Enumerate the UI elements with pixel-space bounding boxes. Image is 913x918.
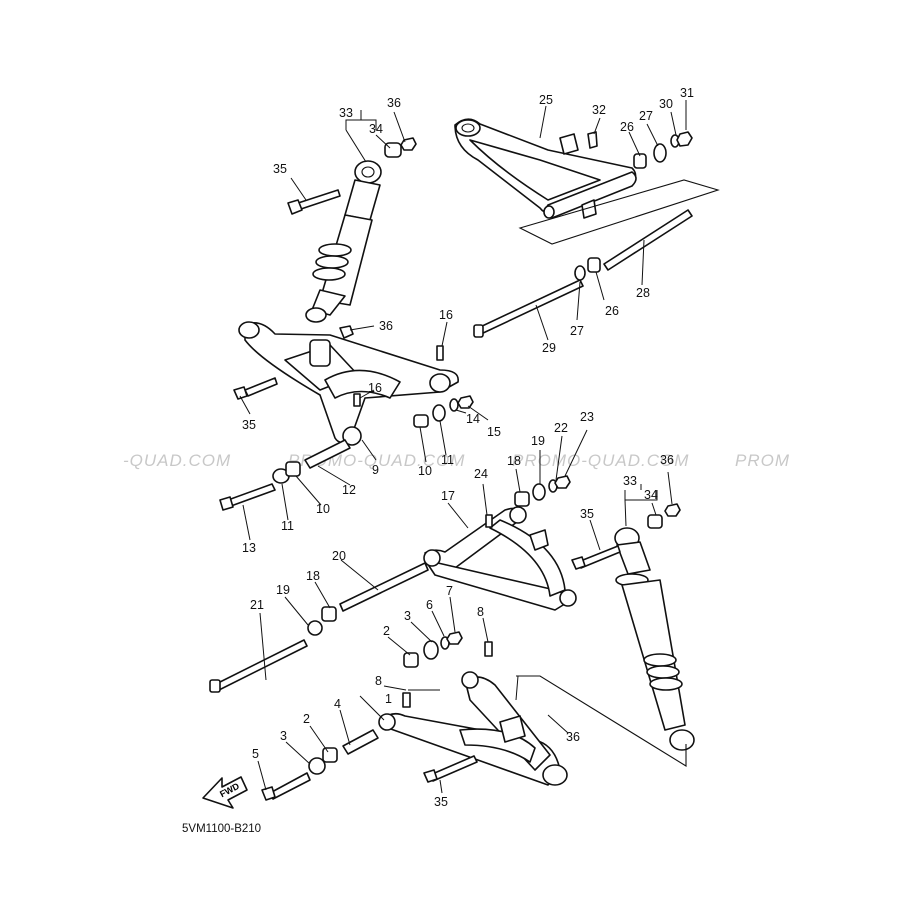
upper-arm-25 (454, 118, 720, 245)
lower-arm-1 (378, 641, 568, 786)
callout-31: 31 (680, 86, 694, 100)
callout-25: 25 (539, 93, 553, 107)
callout-numbers: 1 2 2 3 3 4 5 6 7 8 8 9 10 10 11 11 12 1… (242, 86, 694, 809)
callout-8b: 8 (375, 674, 382, 688)
pivot-bolt-13 (219, 439, 351, 511)
callout-26b: 26 (605, 304, 619, 318)
callout-35d: 35 (434, 795, 448, 809)
callout-33a: 33 (339, 106, 353, 120)
callout-36d: 36 (566, 730, 580, 744)
bushing-set-top (633, 131, 693, 169)
callout-30: 30 (659, 97, 673, 111)
callout-27b: 27 (570, 324, 584, 338)
callout-17: 17 (441, 489, 455, 503)
callout-21: 21 (250, 598, 264, 612)
pivot-bolt-21 (209, 562, 429, 693)
callout-11b: 11 (281, 519, 294, 533)
callout-22: 22 (554, 421, 568, 435)
callout-19a: 19 (531, 434, 545, 448)
callout-2a: 2 (383, 624, 390, 638)
fwd-arrow-icon: FWD (202, 776, 248, 809)
callout-35a: 35 (273, 162, 287, 176)
leader-lines (239, 100, 687, 794)
callout-26a: 26 (620, 120, 634, 134)
callout-13: 13 (242, 541, 256, 555)
callout-5: 5 (252, 747, 259, 761)
callout-8a: 8 (477, 605, 484, 619)
callout-34a: 34 (369, 122, 383, 136)
callout-18b: 18 (306, 569, 320, 583)
callout-24: 24 (474, 467, 488, 481)
watermark-3: PROMO-QUAD.COM (512, 451, 689, 470)
callout-11a: 11 (441, 453, 454, 467)
callout-36b: 36 (379, 319, 393, 333)
callout-9: 9 (372, 463, 379, 477)
callout-35c: 35 (580, 507, 594, 521)
callout-27a: 27 (639, 109, 653, 123)
bushing-set-mid (413, 395, 474, 428)
callout-14: 14 (466, 412, 480, 426)
callout-15: 15 (487, 425, 501, 439)
callout-3a: 3 (404, 609, 411, 623)
shock-absorber-right (516, 503, 695, 767)
callout-20: 20 (332, 549, 346, 563)
watermark-1: -QUAD.COM (123, 451, 231, 470)
callout-32: 32 (592, 103, 606, 117)
callout-35b: 35 (242, 418, 256, 432)
callout-1: 1 (385, 692, 392, 706)
callout-36a: 36 (387, 96, 401, 110)
callout-34b: 34 (644, 488, 658, 502)
bushing-set-1 (403, 631, 463, 668)
callout-33b: 33 (623, 474, 637, 488)
callout-28: 28 (636, 286, 650, 300)
upper-arm-9 (233, 321, 459, 446)
callout-18a: 18 (507, 454, 521, 468)
callout-29: 29 (542, 341, 556, 355)
watermark-4: PROM (735, 451, 790, 470)
callout-23: 23 (580, 410, 594, 424)
callout-6: 6 (426, 598, 433, 612)
pivot-bolt-29 (473, 209, 693, 338)
bushing-set-17 (514, 475, 571, 507)
pivot-bolt-5 (261, 689, 440, 801)
callout-36c: 36 (660, 453, 674, 467)
callout-16a: 16 (439, 308, 453, 322)
diagram-code: 5VM1100-B210 (182, 823, 261, 835)
shock-absorber-top (287, 137, 417, 323)
callout-3b: 3 (280, 729, 287, 743)
callout-10b: 10 (316, 502, 330, 516)
callout-4: 4 (334, 697, 341, 711)
callout-10a: 10 (418, 464, 432, 478)
lower-arm-17 (423, 506, 577, 611)
callout-16b: 16 (368, 381, 382, 395)
callout-12: 12 (342, 483, 356, 497)
callout-7: 7 (446, 584, 453, 598)
callout-19b: 19 (276, 583, 290, 597)
callout-2b: 2 (303, 712, 310, 726)
